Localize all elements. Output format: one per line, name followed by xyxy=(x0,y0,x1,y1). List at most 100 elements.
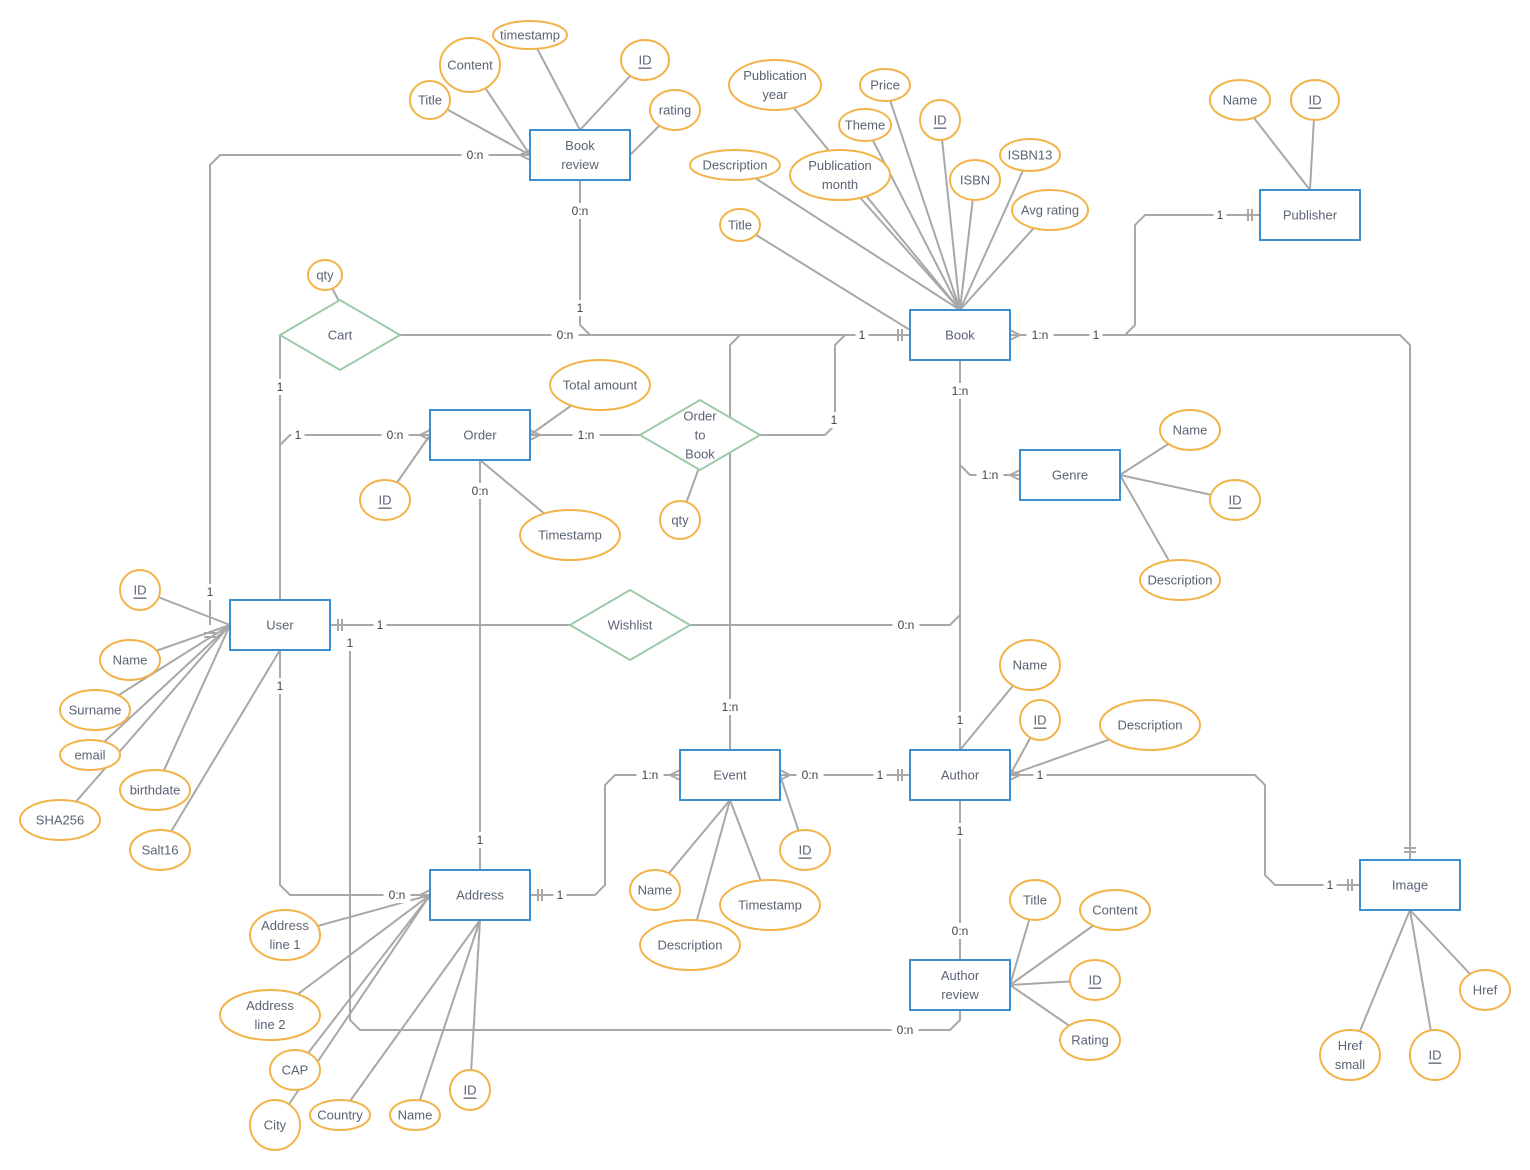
attribute-ellipse[interactable] xyxy=(269,1049,321,1091)
attribute-ad-cap[interactable]: CAP xyxy=(269,1049,321,1091)
attribute-ellipse[interactable] xyxy=(1459,969,1511,1011)
attribute-bk-price[interactable]: Price xyxy=(859,68,911,102)
attribute-bk-isbn[interactable]: ISBN xyxy=(949,159,1001,201)
attribute-ellipse[interactable] xyxy=(1011,189,1089,231)
entity-event[interactable]: Event xyxy=(679,749,781,801)
entity-image[interactable]: Image xyxy=(1359,859,1461,911)
entity-box[interactable] xyxy=(909,749,1011,801)
attribute-au-name[interactable]: Name xyxy=(999,639,1061,691)
attribute-ellipse[interactable] xyxy=(1069,959,1121,1001)
entity-box[interactable] xyxy=(1359,859,1461,911)
attribute-ellipse[interactable] xyxy=(1319,1029,1381,1081)
connector-line[interactable] xyxy=(209,154,530,625)
relationship-wishlist[interactable]: Wishlist xyxy=(568,588,692,662)
attribute-ellipse[interactable] xyxy=(59,689,131,731)
attribute-ellipse[interactable] xyxy=(359,479,411,521)
attribute-us-birthdate[interactable]: birthdate xyxy=(119,769,191,811)
attribute-ellipse[interactable] xyxy=(919,99,961,141)
attribute-ellipse[interactable] xyxy=(1099,699,1201,751)
attribute-bk-avgrating[interactable]: Avg rating xyxy=(1011,189,1089,231)
attribute-ellipse[interactable] xyxy=(1209,479,1261,521)
attribute-ellipse[interactable] xyxy=(1019,699,1061,741)
entity-box[interactable] xyxy=(1019,449,1121,501)
connection-book-author[interactable] xyxy=(954,360,966,763)
connection-user-wishlist[interactable] xyxy=(330,619,570,631)
attribute-or-timestamp[interactable]: Timestamp xyxy=(519,509,621,561)
attribute-ellipse[interactable] xyxy=(999,138,1061,172)
attribute-ellipse[interactable] xyxy=(1079,889,1151,931)
entity-publisher[interactable]: Publisher xyxy=(1259,189,1361,241)
attribute-ellipse[interactable] xyxy=(219,989,321,1041)
attribute-ad-country[interactable]: Country xyxy=(309,1099,371,1131)
connection-author-image[interactable] xyxy=(1009,769,1360,891)
attribute-ar-title[interactable]: Title xyxy=(1009,879,1061,921)
attribute-cart-qty[interactable]: qty xyxy=(307,259,343,291)
connection-address-event[interactable] xyxy=(530,769,681,901)
entity-box[interactable] xyxy=(229,599,331,651)
attribute-ellipse[interactable] xyxy=(779,829,831,871)
attribute-ellipse[interactable] xyxy=(449,1069,491,1111)
connector-line[interactable] xyxy=(279,434,430,600)
connection-book-image[interactable] xyxy=(1010,334,1416,860)
attribute-gn-name[interactable]: Name xyxy=(1159,409,1221,451)
attribute-ev-name[interactable]: Name xyxy=(629,869,681,911)
entity-box[interactable] xyxy=(529,129,631,181)
attribute-br-timestamp[interactable]: timestamp xyxy=(492,20,568,50)
attribute-ev-description[interactable]: Description xyxy=(639,919,741,971)
attribute-us-email[interactable]: email xyxy=(59,739,121,771)
attribute-ellipse[interactable] xyxy=(838,108,892,142)
attribute-or-total[interactable]: Total amount xyxy=(549,359,651,411)
attribute-ad-name[interactable]: Name xyxy=(389,1099,441,1131)
relationship-diamond[interactable] xyxy=(568,588,692,662)
attribute-ellipse[interactable] xyxy=(1139,559,1221,601)
attribute-ellipse[interactable] xyxy=(409,80,451,120)
connector-line[interactable] xyxy=(279,650,430,896)
attribute-us-surname[interactable]: Surname xyxy=(59,689,131,731)
attribute-otb-qty[interactable]: qty xyxy=(659,500,701,540)
attribute-ellipse[interactable] xyxy=(728,59,822,111)
attribute-ellipse[interactable] xyxy=(19,799,101,841)
connector-line[interactable] xyxy=(729,334,910,750)
attribute-ar-rating[interactable]: Rating xyxy=(1059,1019,1121,1061)
connector-line[interactable] xyxy=(579,180,910,336)
attribute-ellipse[interactable] xyxy=(719,208,761,242)
entity-box[interactable] xyxy=(909,309,1011,361)
entity-box[interactable] xyxy=(679,749,781,801)
connection-order-address[interactable] xyxy=(474,447,486,883)
attribute-ellipse[interactable] xyxy=(689,149,781,181)
attribute-ev-id[interactable]: ID xyxy=(779,829,831,871)
attribute-us-name[interactable]: Name xyxy=(99,639,161,681)
attribute-br-title[interactable]: Title xyxy=(409,80,451,120)
attribute-ellipse[interactable] xyxy=(1009,879,1061,921)
attribute-us-sha256[interactable]: SHA256 xyxy=(19,799,101,841)
attribute-pb-id[interactable]: ID xyxy=(1290,79,1340,121)
relationship-diamond[interactable] xyxy=(278,298,402,372)
entity-book[interactable]: Book xyxy=(909,309,1011,361)
attribute-ellipse[interactable] xyxy=(1409,1029,1461,1081)
connection-book-genre[interactable] xyxy=(954,347,1021,481)
attribute-us-salt16[interactable]: Salt16 xyxy=(129,829,191,871)
connector-line[interactable] xyxy=(959,360,1020,476)
attribute-us-id[interactable]: ID xyxy=(119,569,161,611)
attribute-ellipse[interactable] xyxy=(249,909,321,961)
connector-line[interactable] xyxy=(1010,334,1411,860)
attribute-ar-id[interactable]: ID xyxy=(1069,959,1121,1001)
entity-box[interactable] xyxy=(429,409,531,461)
connector-line[interactable] xyxy=(530,774,680,896)
entity-order[interactable]: Order xyxy=(429,409,531,461)
attribute-ar-content[interactable]: Content xyxy=(1079,889,1151,931)
attribute-ellipse[interactable] xyxy=(1290,79,1340,121)
attribute-ellipse[interactable] xyxy=(119,769,191,811)
attribute-au-id[interactable]: ID xyxy=(1019,699,1061,741)
attribute-ellipse[interactable] xyxy=(639,919,741,971)
attribute-ellipse[interactable] xyxy=(620,39,670,81)
entity-box[interactable] xyxy=(909,959,1011,1011)
attribute-ellipse[interactable] xyxy=(59,739,121,771)
attribute-ellipse[interactable] xyxy=(549,359,651,411)
